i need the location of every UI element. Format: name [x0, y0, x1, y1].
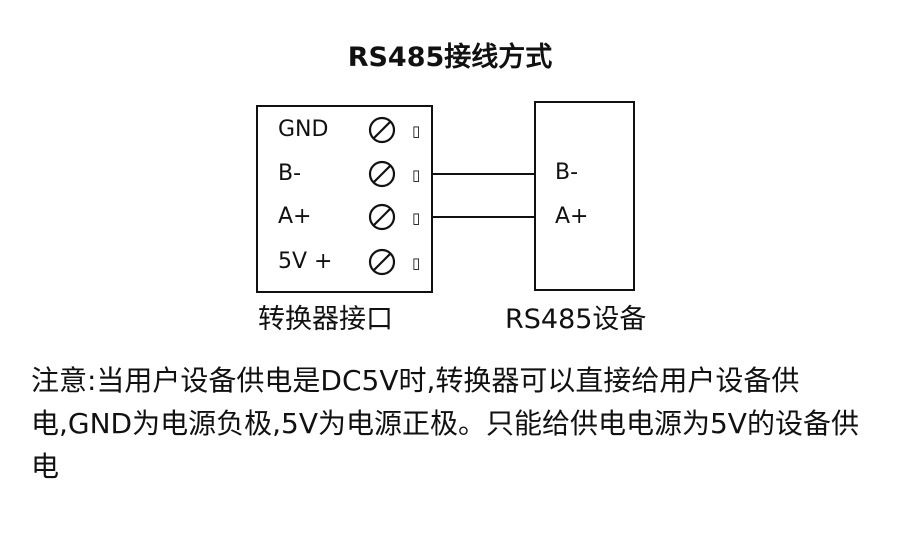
converter-box — [256, 105, 433, 293]
converter-terminal-a-label: A+ — [278, 204, 312, 229]
screw-terminal-icon — [368, 116, 396, 144]
converter-caption: 转换器接口 — [258, 304, 393, 335]
screw-terminal-icon — [368, 248, 396, 276]
terminal-glyph-gnd: ▯ — [412, 122, 420, 140]
device-box — [534, 101, 635, 291]
wiring-note: 注意:当用户设备供电是DC5V时,转换器可以直接给用户设备供电,GND为电源负极… — [31, 364, 859, 483]
diagram-title: RS485接线方式 — [347, 42, 553, 73]
screw-terminal-icon — [368, 160, 396, 188]
converter-terminal-5v-label: 5V + — [278, 249, 333, 274]
terminal-glyph-5v: ▯ — [412, 254, 420, 272]
terminal-glyph-b: ▯ — [412, 166, 420, 184]
screw-terminal-icon — [368, 203, 396, 231]
device-terminal-b-label: B- — [555, 160, 579, 185]
terminal-glyph-a: ▯ — [412, 209, 420, 227]
converter-terminal-gnd-label: GND — [278, 117, 329, 142]
device-caption: RS485设备 — [505, 304, 647, 335]
device-terminal-a-label: A+ — [555, 204, 589, 229]
converter-terminal-b-label: B- — [278, 161, 302, 186]
